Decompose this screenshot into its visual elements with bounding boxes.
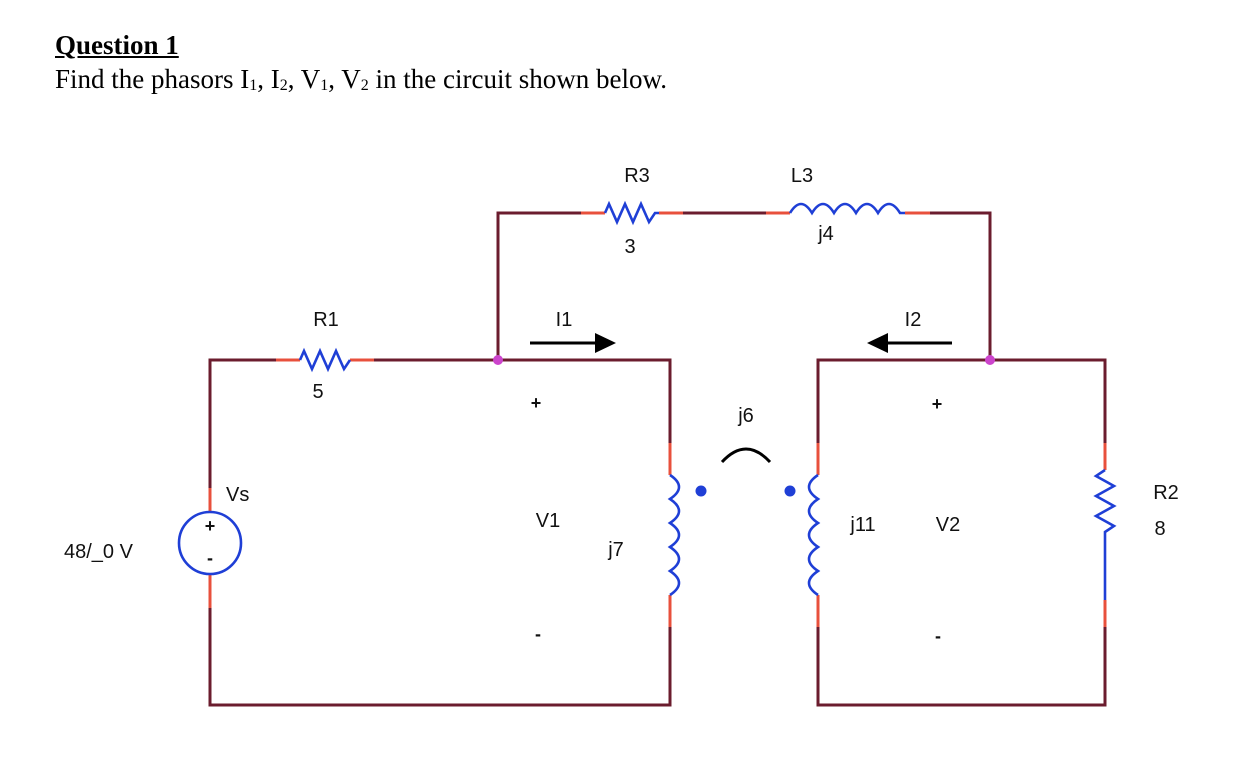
prompt-sep-1: , I (257, 64, 280, 94)
prompt-sub-i1: 1 (249, 77, 258, 94)
source-minus: - (207, 548, 213, 568)
i2-arrow-icon (867, 333, 888, 353)
mutual-coupling: j6 (720, 405, 772, 464)
node-left (493, 355, 503, 365)
junction-nodes (493, 355, 995, 365)
question-title: Question 1 (55, 30, 179, 60)
prompt-sub-i2: 2 (279, 77, 288, 94)
i1-arrow-icon (595, 333, 616, 353)
wires (208, 211, 1107, 707)
v2-minus: - (935, 626, 941, 646)
r1-name: R1 (313, 309, 339, 331)
voltage-v2: + V2 - (932, 394, 960, 646)
source-name: Vs (226, 484, 249, 506)
l3-coil-icon (788, 202, 905, 216)
coil2-value: j11 (849, 514, 875, 536)
r3-value: 3 (624, 236, 635, 258)
r1-zigzag-icon (298, 347, 352, 373)
prompt-sep-2: , V (287, 64, 321, 94)
resistor-r1: R1 5 (298, 309, 352, 403)
current-i1: I1 (530, 309, 616, 353)
coil-secondary: j11 (784, 473, 876, 597)
source-plus: + (205, 516, 216, 536)
v2-label: V2 (936, 514, 960, 536)
i2-label: I2 (905, 309, 922, 331)
coil1-value: j7 (607, 539, 624, 561)
source-value: 48/_0 V (64, 541, 134, 563)
prompt-prefix: Find the phasors I (55, 64, 250, 94)
r2-zigzag-icon (1093, 468, 1117, 600)
mutual-value: j6 (737, 405, 754, 427)
resistor-r3: R3 3 (603, 165, 659, 258)
r2-name: R2 (1153, 482, 1179, 504)
coil1-dot-icon (695, 485, 707, 497)
question-block: Question 1 Find the phasors I1, I2, V1, … (55, 28, 667, 103)
l3-value: j4 (817, 223, 834, 245)
mutual-arc-icon (720, 447, 772, 464)
r1-value: 5 (312, 381, 323, 403)
prompt-suffix: in the circuit shown below. (368, 64, 667, 94)
r2-value: 8 (1154, 518, 1165, 540)
coil2-dot-icon (784, 485, 796, 497)
component-leads (208, 211, 1107, 627)
r3-name: R3 (624, 165, 650, 187)
r3-zigzag-icon (603, 200, 659, 226)
v1-label: V1 (536, 510, 560, 532)
voltage-v1: + V1 - (531, 393, 560, 644)
current-i2: I2 (867, 309, 952, 353)
coil-primary: j7 (607, 473, 707, 597)
prompt-sub-v2: 2 (360, 77, 369, 94)
l3-name: L3 (791, 165, 813, 187)
question-prompt: Find the phasors I1, I2, V1, V2 in the c… (55, 62, 667, 103)
i1-label: I1 (556, 309, 573, 331)
resistor-r2: R2 8 (1093, 468, 1179, 600)
prompt-sub-v1: 1 (320, 77, 329, 94)
v1-plus: + (531, 393, 542, 413)
voltage-source: + - Vs 48/_0 V (64, 484, 249, 576)
coil1-icon (667, 473, 681, 597)
inductor-l3: L3 j4 (788, 165, 905, 245)
source-circle (177, 510, 243, 576)
v2-plus: + (932, 394, 943, 414)
prompt-sep-3: , V (328, 64, 361, 94)
node-right (985, 355, 995, 365)
coil2-icon (807, 473, 821, 597)
v1-minus: - (535, 624, 541, 644)
